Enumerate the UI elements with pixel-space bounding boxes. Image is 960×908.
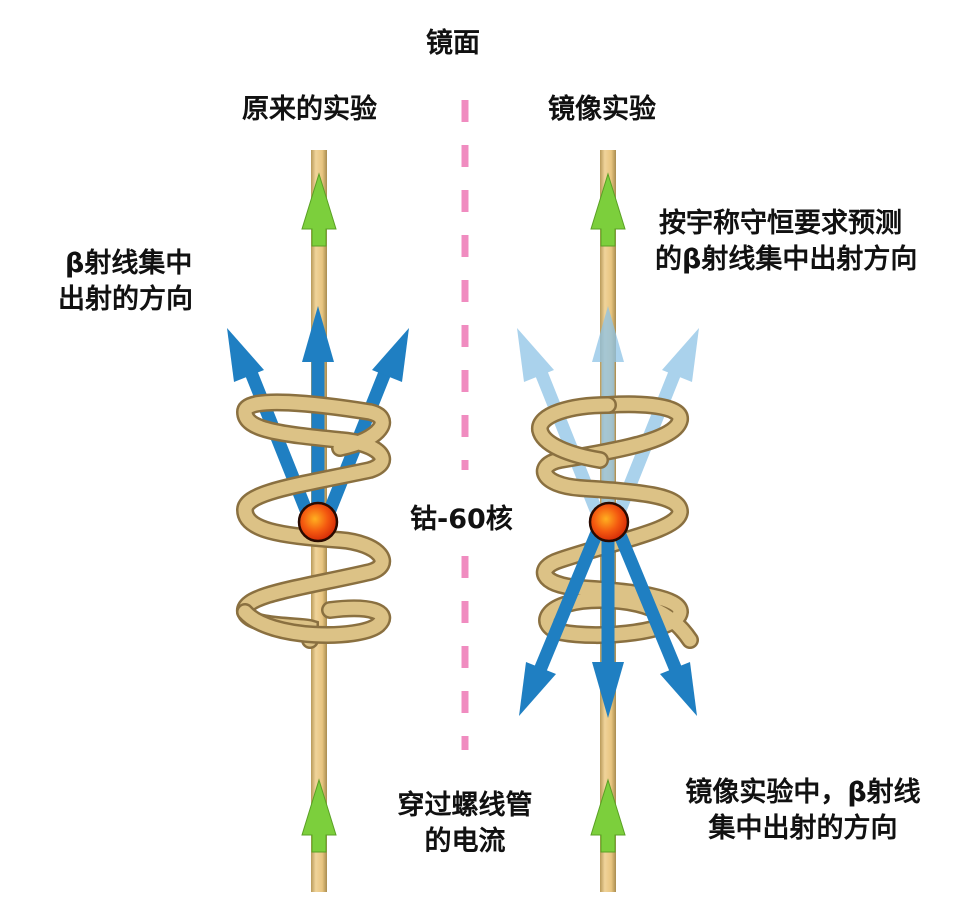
mirror-label: 镜面 — [426, 28, 480, 59]
label-line: 镜像实验中，β射线 — [685, 777, 921, 808]
beta-ray-arrows-down — [519, 527, 697, 718]
label-line: β射线集中 — [65, 248, 193, 279]
mirror-experiment — [517, 150, 699, 892]
solenoid-coil — [235, 393, 392, 649]
current-arrow-icon — [301, 172, 337, 247]
label-line: 按宇称守恒要求预测 — [659, 208, 902, 239]
beta-direction-original-label: β射线集中 出射的方向 — [58, 246, 193, 318]
cobalt-nucleus-label: 钴-60核 — [410, 504, 513, 535]
label-line: 穿过螺线管 — [397, 790, 533, 821]
original-experiment — [227, 150, 409, 892]
cobalt-nucleus-right — [588, 501, 630, 543]
current-arrow-icon — [590, 172, 626, 247]
mirror-experiment-title: 镜像实验 — [548, 94, 656, 125]
solenoid-coil — [531, 395, 699, 649]
label-line: 的电流 — [424, 826, 506, 857]
current-arrow-icon — [301, 778, 337, 853]
cobalt-nucleus-left — [297, 501, 339, 543]
beta-direction-mirror-label: 镜像实验中，β射线 集中出射的方向 — [668, 775, 938, 847]
label-line: 的β射线集中出射方向 — [655, 244, 918, 275]
label-line: 出射的方向 — [58, 284, 193, 315]
label-line: 集中出射的方向 — [708, 813, 898, 844]
beta-direction-predicted-label: 按宇称守恒要求预测 的β射线集中出射方向 — [655, 206, 917, 278]
original-experiment-title: 原来的实验 — [242, 94, 377, 125]
current-label: 穿过螺线管 的电流 — [390, 788, 540, 860]
current-arrow-icon — [590, 778, 626, 853]
